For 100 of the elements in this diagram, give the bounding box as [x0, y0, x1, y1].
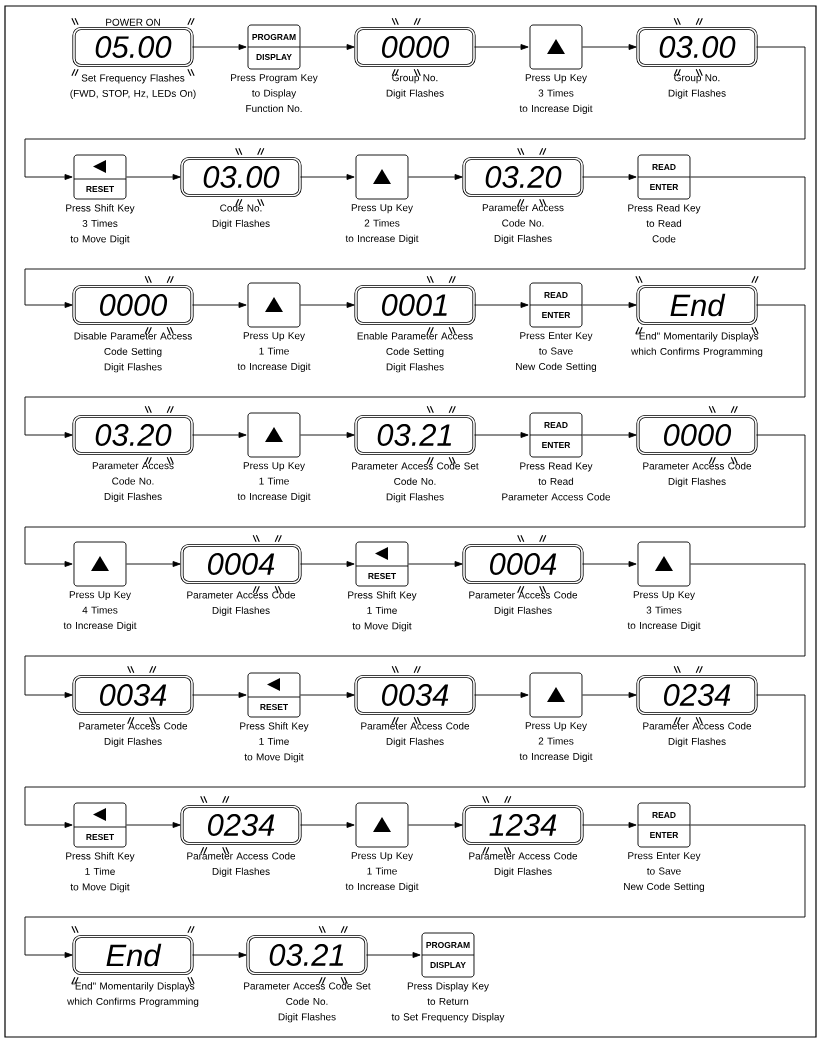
- caption-text: Press Up Key 2 Times to Increase Digit: [345, 204, 419, 244]
- caption-text: Press Program Key to Display Function No.: [231, 74, 318, 113]
- caption-text: Press Up Key 1 Time to Increase Digit: [345, 852, 419, 892]
- caption-text: Disable Parameter Access Code Setting Digit Flashes: [74, 332, 192, 373]
- caption-text: Press Enter Key to Save New Code Setting: [624, 852, 705, 892]
- caption-text: Parameter Access Code Digit Flashes: [469, 852, 578, 877]
- arrow: [300, 44, 355, 50]
- caption-text: Parameter Access Code No. Digit Flashes: [482, 204, 564, 244]
- caption-text: Press Shift Key 1 Time to Move Digit: [66, 852, 135, 893]
- caption-text: Press Up Key 3 Times to Increase Digit: [627, 591, 701, 631]
- caption-text: Parameter Access Code Digit Flashes: [469, 591, 578, 616]
- key-button: [73, 541, 127, 587]
- caption-text: Parameter Access Code Set Code No. Digit Flashes: [244, 982, 371, 1023]
- led-display: 03.21: [246, 934, 368, 976]
- key-button: PROGRAM DISPLAY: [421, 932, 475, 978]
- key-button: [247, 412, 301, 458]
- led-display: 0000: [636, 414, 758, 456]
- led-display: End: [636, 284, 758, 326]
- key-button: RESET: [73, 802, 127, 848]
- arrow: [24, 176, 806, 308]
- caption-text: Press Read Key to Read Parameter Access Code: [502, 462, 611, 501]
- arrow: [126, 822, 181, 828]
- led-display: End: [72, 934, 194, 976]
- arrow: [300, 692, 355, 698]
- key-button: [637, 541, 691, 587]
- arrow: [191, 952, 247, 958]
- key-button: PROGRAM DISPLAY: [247, 24, 301, 70]
- caption-text: Press Shift Key 3 Times to Move Digit: [66, 204, 135, 245]
- led-display: 03.20: [72, 414, 194, 456]
- arrow: [191, 302, 247, 308]
- arrow: [299, 174, 355, 180]
- caption-text: Enable Parameter Access Code Setting Digit Flashes: [357, 332, 473, 373]
- led-display: 0034: [72, 674, 194, 716]
- arrow: [300, 432, 355, 438]
- led-display: 1234: [462, 804, 584, 846]
- led-display: 03.00: [180, 156, 302, 198]
- caption-text: Press Up Key 4 Times to Increase Digit: [63, 591, 137, 631]
- led-display: 0234: [180, 804, 302, 846]
- led-display: 0000: [72, 284, 194, 326]
- caption-text: Press Shift Key 1 Time to Move Digit: [240, 722, 309, 763]
- caption-text: Press Read Key to Read Code: [628, 204, 701, 243]
- arrow: [299, 822, 355, 828]
- caption-text: Press Enter Key to Save New Code Setting: [516, 332, 597, 372]
- led-display: 0034: [354, 674, 476, 716]
- led-display: 0234: [636, 674, 758, 716]
- caption-text: Press Display Key to Return to Set Frequency Display: [391, 982, 505, 1023]
- arrow: [582, 692, 637, 698]
- led-display: 05.00: [72, 26, 194, 68]
- caption-text: Group No. Digit Flashes: [668, 74, 726, 99]
- caption-text: Parameter Access Code Digit Flashes: [187, 852, 296, 877]
- arrow: [582, 44, 637, 50]
- caption-text: Parameter Access Code Digit Flashes: [643, 462, 752, 487]
- caption-text: "End" Momentarily Displays which Confirms Programming: [631, 332, 763, 357]
- caption-text: Press Shift Key 1 Time to Move Digit: [348, 591, 417, 632]
- arrow: [300, 302, 355, 308]
- key-button: [355, 802, 409, 848]
- arrow: [408, 174, 463, 180]
- key-button: RESET: [355, 541, 409, 587]
- led-display: 03.21: [354, 414, 476, 456]
- caption-text: Press Up Key 2 Times to Increase Digit: [519, 722, 593, 762]
- arrow: [365, 952, 421, 958]
- key-button: [355, 154, 409, 200]
- arrow: [191, 432, 247, 438]
- arrow: [191, 44, 247, 50]
- caption-text: Parameter Access Code Set Code No. Digit Flashes: [352, 462, 479, 503]
- arrow: [24, 694, 806, 828]
- arrow: [299, 561, 355, 567]
- arrow: [408, 822, 463, 828]
- caption-text: Parameter Access Code Digit Flashes: [187, 591, 296, 616]
- caption-text: Press Up Key 1 Time to Increase Digit: [237, 462, 311, 502]
- arrow: [191, 692, 247, 698]
- arrow: [24, 46, 806, 180]
- arrow: [582, 432, 637, 438]
- led-display: 03.20: [462, 156, 584, 198]
- key-button: [247, 282, 301, 328]
- arrow: [581, 174, 637, 180]
- led-display: 0001: [354, 284, 476, 326]
- led-display: 03.00: [636, 26, 758, 68]
- arrow: [24, 434, 806, 567]
- caption-text: Set Frequency Flashes (FWD, STOP, Hz, LEDs On): [70, 74, 196, 99]
- arrow: [408, 561, 463, 567]
- led-display: 0000: [354, 26, 476, 68]
- caption-text: Press Up Key 3 Times to Increase Digit: [519, 74, 593, 114]
- caption-text: Parameter Access Code Digit Flashes: [79, 722, 188, 747]
- arrow: [473, 302, 529, 308]
- arrow: [24, 824, 806, 958]
- arrow: [581, 822, 637, 828]
- arrow: [473, 44, 529, 50]
- caption-text: Parameter Access Code Digit Flashes: [361, 722, 470, 747]
- key-button: RESET: [247, 672, 301, 718]
- key-button: [529, 24, 583, 70]
- caption-text: Group No. Digit Flashes: [386, 74, 444, 99]
- key-button: READ ENTER: [529, 412, 583, 458]
- key-button: READ ENTER: [637, 802, 691, 848]
- caption-text: Press Up Key 1 Time to Increase Digit: [237, 332, 311, 372]
- key-button: READ ENTER: [637, 154, 691, 200]
- key-button: READ ENTER: [529, 282, 583, 328]
- key-button: [529, 672, 583, 718]
- arrow: [24, 304, 806, 438]
- arrow: [126, 174, 181, 180]
